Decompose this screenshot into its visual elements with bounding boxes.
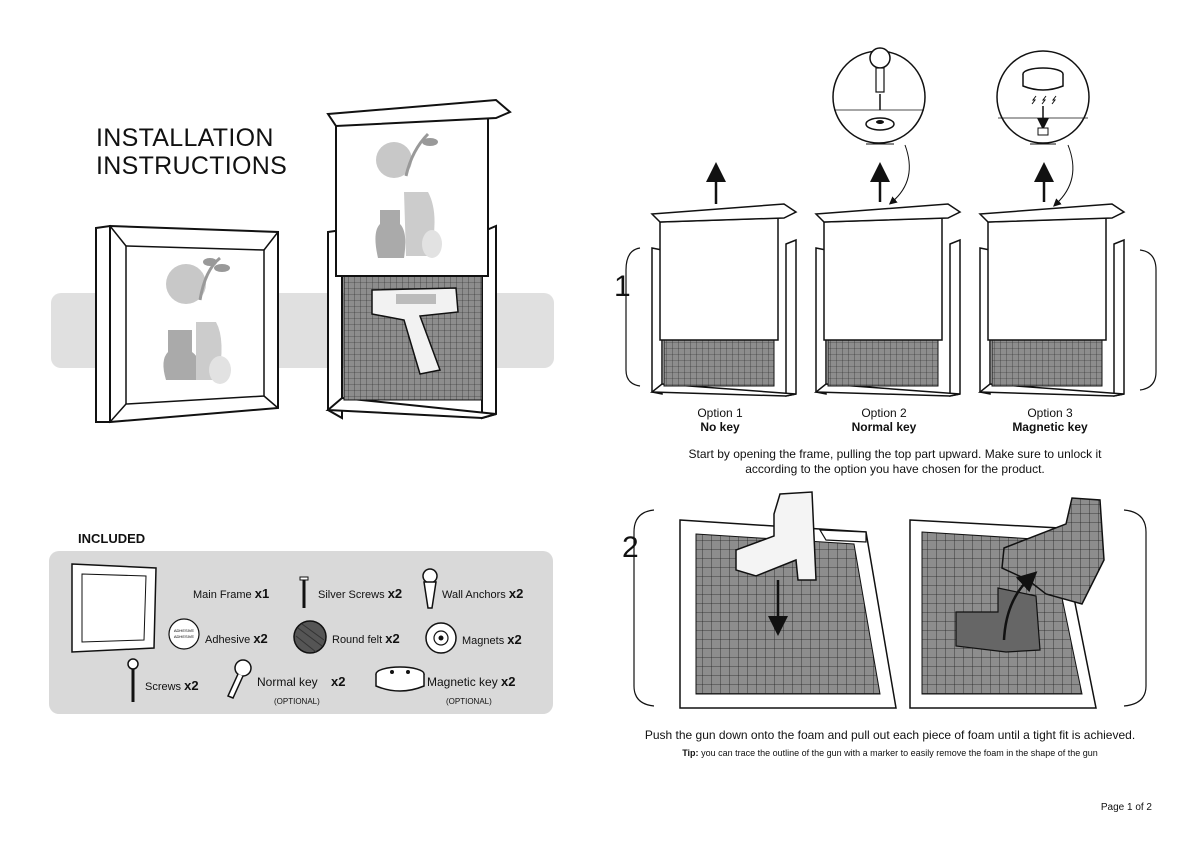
- item-screws: Screws x2: [145, 678, 199, 693]
- option-2-frame: [813, 162, 962, 397]
- item-main-frame: Main Frame x1: [193, 586, 270, 601]
- magnetic-key-optional-note: (OPTIONAL): [446, 697, 492, 706]
- option-1-frame: [649, 162, 798, 397]
- title-line-1: INSTALLATION: [96, 124, 274, 152]
- option-3-frame: [977, 162, 1126, 397]
- item-normal-key: Normal key x2: [257, 674, 346, 689]
- page-number: Page 1 of 2: [1100, 802, 1152, 813]
- title-line-2: INSTRUCTIONS: [96, 152, 288, 180]
- magnetic-key-icon: [375, 666, 425, 692]
- normal-key-optional-note: (OPTIONAL): [274, 697, 320, 706]
- item-magnets: Magnets x2: [462, 632, 522, 647]
- item-silver-screws: Silver Screws x2: [318, 586, 403, 601]
- page-title: INSTALLATION INSTRUCTIONS: [96, 124, 287, 180]
- item-magnetic-key: Magnetic key x2: [427, 674, 516, 689]
- wall-anchor-icon: [422, 568, 438, 609]
- round-felt-icon: [293, 620, 327, 654]
- screw-icon: [127, 658, 139, 702]
- svg-text:ADHESIVE: ADHESIVE: [174, 634, 195, 639]
- step-1-caption: Start by opening the frame, pulling the …: [688, 447, 1102, 476]
- item-adhesive: Adhesive x2: [205, 631, 268, 646]
- silver-screw-icon: [299, 576, 309, 608]
- magnetic-key-detail: [996, 50, 1090, 207]
- included-heading: INCLUDED: [78, 531, 146, 546]
- step-2-caption: Push the gun down onto the foam and pull…: [644, 728, 1136, 742]
- magnet-icon: [425, 622, 457, 654]
- normal-key-detail: [832, 47, 926, 205]
- step-2-tip: Tip: you can trace the outline of the gu…: [682, 748, 1098, 758]
- item-wall-anchors: Wall Anchors x2: [442, 586, 524, 601]
- adhesive-icon: ADHESIVE ADHESIVE: [168, 618, 200, 650]
- normal-key-icon: [226, 659, 252, 699]
- svg-text:ADHESIVE: ADHESIVE: [174, 628, 195, 633]
- main-frame-icon: [71, 563, 157, 653]
- item-round-felt: Round felt x2: [332, 631, 400, 646]
